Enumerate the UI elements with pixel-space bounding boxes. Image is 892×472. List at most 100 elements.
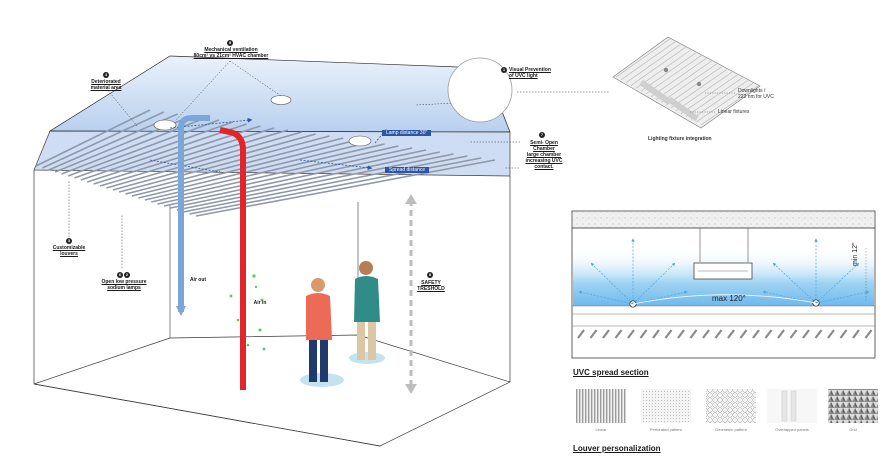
section-slat xyxy=(827,329,835,339)
label-visual-prevention: Visual Prevention of UVC light xyxy=(509,67,551,79)
label-max-angle: max 120° xyxy=(712,294,746,303)
marker-5: 5 xyxy=(227,40,233,46)
section-slat xyxy=(864,329,873,339)
louver-slat xyxy=(189,157,482,215)
louver-swatches xyxy=(576,389,878,423)
panel-slat xyxy=(685,77,743,117)
panel-slat xyxy=(690,80,748,120)
caption-perforated: Perforated pattern xyxy=(649,427,683,432)
swatch-perforated xyxy=(641,389,691,423)
leader-lines xyxy=(68,60,610,268)
label-lighting-integration: Lighting fixture integration xyxy=(648,136,712,142)
marker-6: 6 xyxy=(117,272,123,278)
label-linear-fixtures: Linear fixtures xyxy=(718,109,750,115)
louver-slat xyxy=(67,119,220,177)
swatch-grid xyxy=(828,389,878,423)
people xyxy=(300,261,385,387)
section-slat xyxy=(639,329,648,339)
louver-slat xyxy=(151,145,399,203)
panel-slat xyxy=(680,74,738,114)
section-slat xyxy=(727,329,735,339)
louver-slat xyxy=(138,141,371,199)
louver-slat xyxy=(176,153,454,211)
section-slat xyxy=(677,329,685,339)
section-slat xyxy=(852,329,860,339)
section-slat xyxy=(739,329,748,339)
section-slat xyxy=(814,329,823,339)
panel-slat xyxy=(615,38,671,78)
panel-slat xyxy=(630,47,686,86)
label-mechanical-ventilation: Mechanical ventilation 80cm² vs 21cm² HV… xyxy=(193,47,269,59)
caption-linear: Linear xyxy=(595,427,607,432)
louver-slat xyxy=(80,123,247,181)
label-air-in: Air in xyxy=(253,300,267,306)
panel-slat xyxy=(620,41,676,81)
section-slat xyxy=(602,329,610,339)
louver-slat xyxy=(35,109,151,167)
louver-slat xyxy=(106,131,303,189)
panel-slat xyxy=(660,63,717,103)
louver-slat xyxy=(144,143,385,201)
section-slat xyxy=(652,329,660,339)
label-min-distance: min 12" xyxy=(852,242,859,267)
marker-3: 3 xyxy=(66,238,72,244)
downlight-fixtures xyxy=(153,95,372,147)
panel-slat xyxy=(640,52,697,92)
swatch-overlapped xyxy=(767,389,817,423)
section-slat xyxy=(627,329,635,339)
panel-slat xyxy=(675,71,733,112)
louver-slat xyxy=(74,121,234,179)
panel-slat xyxy=(670,69,728,109)
section-slat xyxy=(577,329,585,339)
lamp-distance-arrows xyxy=(149,117,387,173)
louver-slat xyxy=(112,133,316,191)
air-in-duct xyxy=(219,127,246,390)
louver-title: Louver personalization xyxy=(573,444,661,453)
panel-slat xyxy=(700,85,759,126)
marker-2: 2 xyxy=(124,272,130,278)
marker-4: 4 xyxy=(103,72,109,78)
section-slat xyxy=(839,329,848,339)
air-out-duct xyxy=(178,115,210,312)
section-title: UVC spread section xyxy=(573,368,649,377)
label-semi-open-chamber: Semi- Open Chamber large chamber increas… xyxy=(525,140,563,170)
panel-slat xyxy=(665,66,722,106)
panel-slat xyxy=(655,60,712,100)
caption-grid: Grid xyxy=(849,427,857,432)
section-slat xyxy=(714,329,723,339)
section-slat xyxy=(614,329,623,339)
caption-overlapped: Overlapped panels xyxy=(775,427,809,432)
louver-slat xyxy=(183,155,468,213)
label-customizable-louvers: Customizable louvers xyxy=(52,245,86,257)
louver-slat xyxy=(99,129,289,187)
section-slat xyxy=(689,329,698,339)
section-slat xyxy=(702,329,710,339)
marker-7: 7 xyxy=(539,132,545,138)
label-downlights: Downlights / 222 nm for UVC xyxy=(738,88,774,100)
section-slat xyxy=(764,329,773,339)
panel-slat xyxy=(645,55,702,95)
visual-prevention-zoom xyxy=(447,57,513,123)
louver-slat xyxy=(170,151,440,209)
panel-slat xyxy=(650,58,707,98)
section-slat xyxy=(752,329,760,339)
section-slat xyxy=(664,329,673,339)
label-deteriorated-material: Deteriorated material area xyxy=(90,79,122,91)
room-box xyxy=(33,55,511,447)
safety-threshold-line xyxy=(405,194,417,394)
section-slat xyxy=(802,329,810,339)
section-slat xyxy=(789,329,798,339)
louver-slat xyxy=(125,137,344,195)
section-slat xyxy=(777,329,785,339)
louver-slat xyxy=(118,135,330,193)
swatch-linear xyxy=(576,389,626,423)
tag-lamp-distance: Lamp distance 30" xyxy=(382,130,432,136)
louver-slat xyxy=(157,147,413,205)
panel-slat xyxy=(695,82,753,123)
uvc-section-drawing xyxy=(571,210,876,359)
swatch-geometric xyxy=(706,389,756,423)
louver-slat xyxy=(163,149,427,207)
label-air-out: Air out xyxy=(189,277,207,283)
